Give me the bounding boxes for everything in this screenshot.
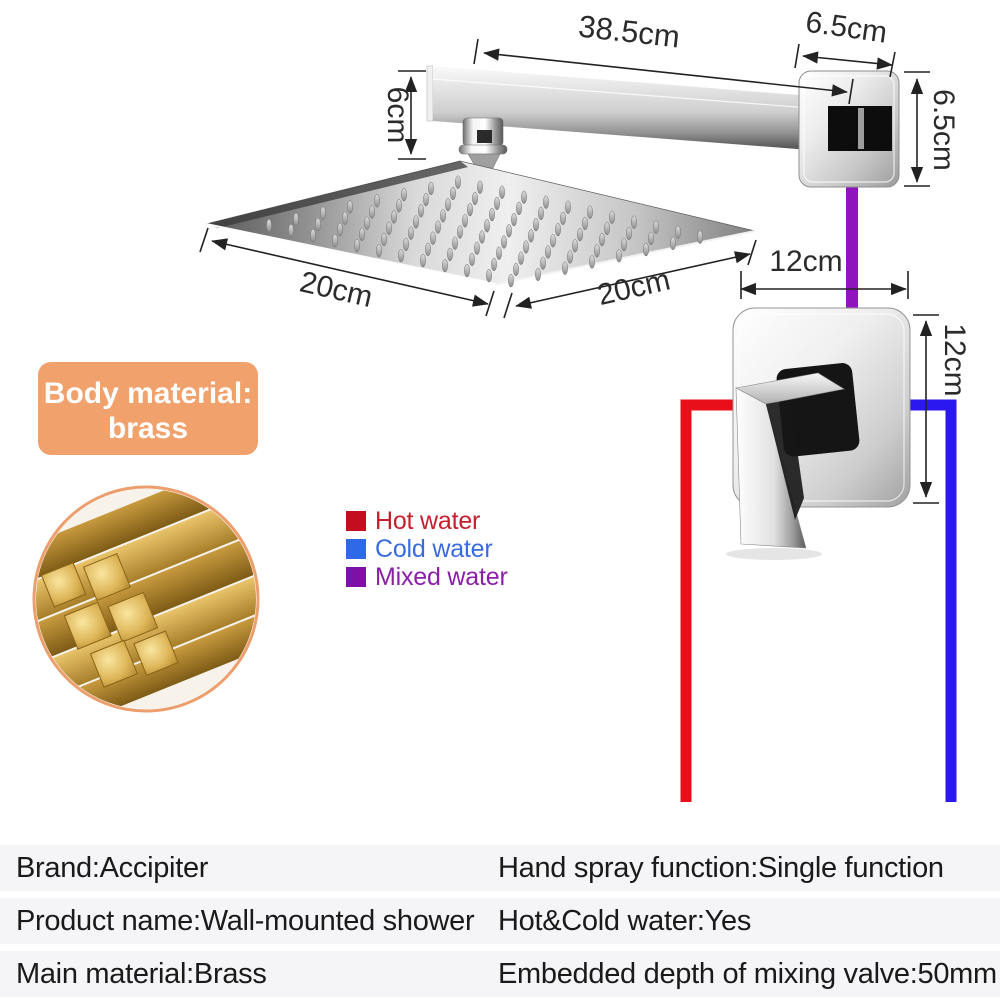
callout-line1: Body material:: [43, 377, 253, 410]
dim-label-valve-height: 12cm: [938, 323, 971, 396]
spec-cell-product-name: Product name:Wall-mounted shower: [16, 905, 475, 937]
spec-cell-hand-spray: Hand spray function:Single function: [498, 852, 944, 884]
dimension-lines: [199, 38, 939, 504]
valve-handle: [726, 372, 845, 560]
dim-line-head-left: [211, 238, 489, 307]
legend-label-mixed: Mixed water: [375, 562, 508, 591]
brass-photo-ring: [32, 485, 260, 713]
hot-water-swatch: [346, 511, 366, 531]
dim-line-arm-length: [483, 48, 848, 97]
legend-item-mixed: Mixed water: [346, 563, 508, 591]
legend-label-cold: Cold water: [375, 534, 493, 563]
dim-label-head-right: 20cm: [594, 263, 673, 312]
callout-line2: brass: [107, 412, 189, 446]
spec-cell-brand: Brand:Accipiter: [16, 852, 209, 884]
wall-plate: [798, 70, 900, 188]
spec-cell-hot-cold: Hot&Cold water:Yes: [498, 905, 752, 937]
arm-joint: [458, 117, 508, 169]
mixing-valve: [726, 307, 911, 560]
legend-item-cold: Cold water: [346, 535, 508, 563]
spec-row: Main material:Brass Embedded depth of mi…: [0, 951, 1000, 997]
dim-label-arm-length: 38.5cm: [577, 9, 682, 55]
spec-cell-main-material: Main material:Brass: [16, 958, 267, 990]
spec-row: Product name:Wall-mounted shower Hot&Col…: [0, 898, 1000, 944]
cold-water-pipe: [909, 399, 957, 802]
mixed-water-swatch: [346, 567, 366, 587]
dim-line-plate-width: [802, 51, 893, 70]
hot-water-pipe: [680, 399, 737, 802]
spec-cell-embedded-depth: Embedded depth of mixing valve:50mm: [498, 958, 997, 990]
legend-label-hot: Hot water: [375, 506, 481, 535]
brass-photo: [32, 485, 260, 713]
dim-label-valve-offset: 12cm: [769, 245, 842, 278]
shower-head: [205, 160, 756, 288]
body-material-callout: Body material: brass: [38, 362, 258, 455]
dim-label-plate-height: 6.5cm: [927, 89, 960, 171]
shower-diagram: 38.5cm 6.5cm 6.5cm 6cm 20cm 20cm 12cm 12…: [32, 6, 971, 802]
dim-label-head-drop: 6cm: [381, 87, 414, 144]
dim-line-head-right: [515, 251, 751, 309]
cold-water-swatch: [346, 539, 366, 559]
dim-label-head-left: 20cm: [297, 265, 376, 314]
spec-row: Brand:Accipiter Hand spray function:Sing…: [0, 845, 1000, 891]
water-legend: Hot water Cold water Mixed water: [346, 507, 508, 591]
dim-label-plate-width: 6.5cm: [804, 6, 890, 50]
legend-item-hot: Hot water: [346, 507, 508, 535]
